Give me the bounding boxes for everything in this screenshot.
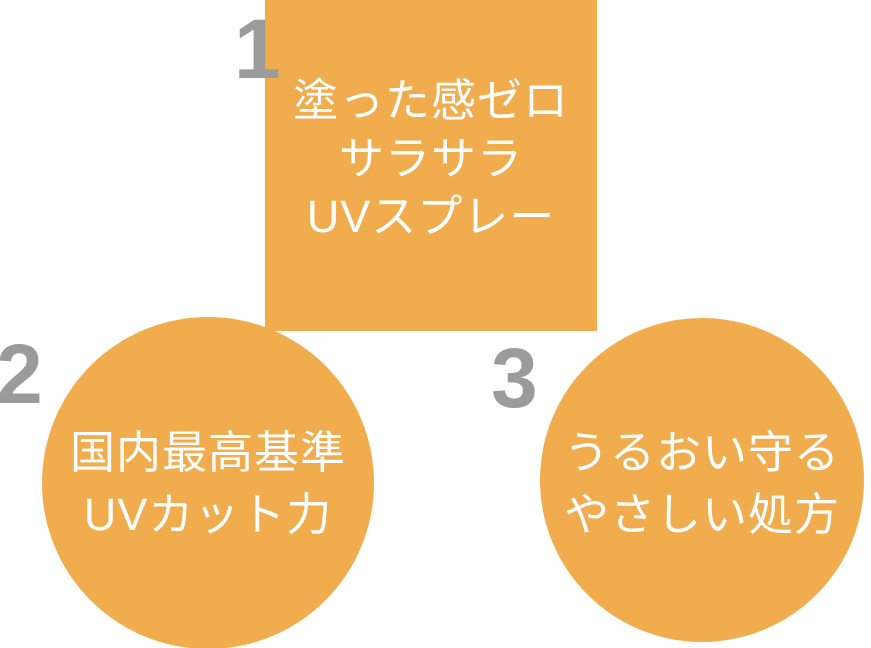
feature-2-text-line-2: UVカット力 xyxy=(83,489,333,540)
feature-3-text-line-1: うるおい守る xyxy=(563,427,840,478)
feature-1-text-line-2: サラサラ xyxy=(338,133,523,184)
feature-3-number: 3 xyxy=(491,331,538,425)
feature-2-text-line-1: 国内最高基準 xyxy=(69,427,346,478)
feature-3-text: うるおい守る やさしい処方 xyxy=(540,422,864,546)
feature-2-circle: 国内最高基準 UVカット力 xyxy=(42,317,374,648)
feature-2-number: 2 xyxy=(0,327,43,421)
feature-3-circle: うるおい守る やさしい処方 xyxy=(540,318,864,642)
feature-1-number: 1 xyxy=(234,2,281,96)
feature-3-text-line-2: やさしい処方 xyxy=(563,489,840,540)
feature-2-text: 国内最高基準 UVカット力 xyxy=(42,422,374,546)
feature-1-text: 塗った感ゼロ サラサラ UVスプレー xyxy=(265,72,597,246)
feature-1-text-line-3: UVスプレー xyxy=(306,191,556,242)
feature-1-square: 塗った感ゼロ サラサラ UVスプレー xyxy=(265,0,597,331)
feature-1-text-line-1: 塗った感ゼロ xyxy=(292,75,569,126)
